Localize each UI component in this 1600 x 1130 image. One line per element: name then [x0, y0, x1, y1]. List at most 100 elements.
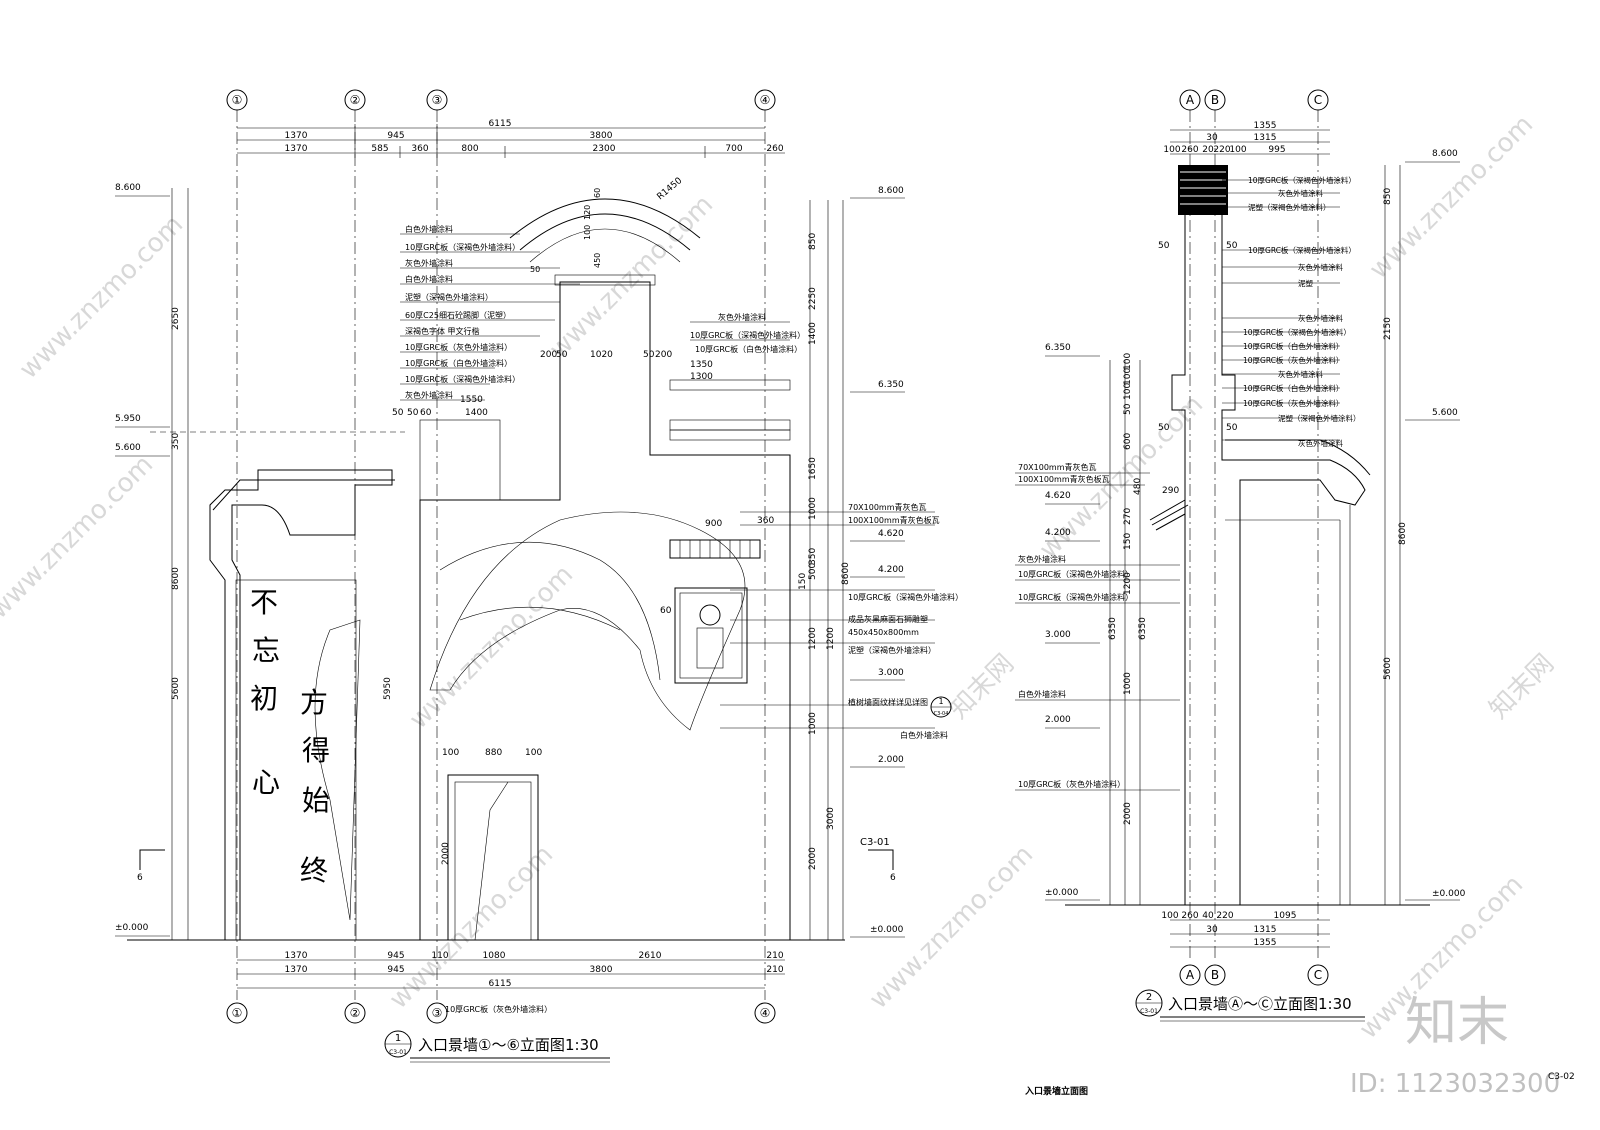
- svg-text:泥塑: 泥塑: [1298, 279, 1314, 288]
- svg-text:120: 120: [583, 205, 592, 220]
- right-elev-vdims: 850 2150 8600 5600 50 100 100 100 600 27…: [1108, 165, 1408, 905]
- svg-text:1200: 1200: [826, 627, 836, 650]
- lion-sculpture-niche: [674, 587, 748, 684]
- left-wing-wall: [209, 469, 395, 941]
- svg-text:270: 270: [1123, 508, 1133, 525]
- svg-text:2000: 2000: [1123, 802, 1133, 825]
- svg-text:850: 850: [808, 233, 818, 250]
- left-leaders: [400, 233, 935, 729]
- right-vertical-dims: 850 2250 1400 1650 1000 350 500 150 1200…: [441, 200, 851, 940]
- svg-text:50: 50: [1123, 403, 1133, 415]
- svg-text:1350: 1350: [690, 360, 713, 370]
- svg-text:8.600: 8.600: [115, 183, 141, 193]
- axis-bubble-B-bottom: B: [1204, 964, 1226, 986]
- svg-text:6.350: 6.350: [878, 380, 904, 390]
- svg-text:10厚GRC板（深褐色外墙涂料）: 10厚GRC板（深褐色外墙涂料）: [1018, 592, 1133, 602]
- svg-text:②: ②: [350, 93, 361, 107]
- svg-text:450: 450: [593, 253, 602, 268]
- svg-text:100X100mm青灰色板瓦: 100X100mm青灰色板瓦: [848, 515, 940, 525]
- section-mark-right: C3-01 6: [860, 837, 896, 883]
- svg-text:C3-04: C3-04: [934, 711, 949, 717]
- svg-text:1095: 1095: [1274, 911, 1297, 921]
- svg-text:1: 1: [938, 697, 943, 706]
- svg-text:30: 30: [1206, 133, 1218, 143]
- svg-text:600: 600: [1123, 433, 1133, 450]
- svg-text:360: 360: [411, 144, 428, 154]
- svg-text:50: 50: [530, 265, 540, 274]
- svg-text:灰色外墙涂料: 灰色外墙涂料: [1298, 313, 1343, 323]
- svg-text:6: 6: [890, 873, 896, 883]
- svg-text:1000: 1000: [808, 497, 818, 520]
- svg-text:350: 350: [808, 548, 818, 565]
- calligraphy-column: 不 忘 初 心 方 得 始 终: [250, 586, 330, 887]
- svg-text:450x450x800mm: 450x450x800mm: [848, 628, 919, 637]
- right-leaders: [1015, 179, 1340, 791]
- watermark-text: www.znzmo.com: [384, 840, 559, 1015]
- svg-text:1650: 1650: [808, 457, 818, 480]
- svg-text:200: 200: [655, 350, 672, 360]
- svg-text:1000: 1000: [1123, 672, 1133, 695]
- svg-text:945: 945: [387, 965, 404, 975]
- svg-text:20: 20: [1202, 145, 1214, 155]
- right-material-labels: 灰色外墙涂料 10厚GRC板（深褐色外墙涂料） 10厚GRC板（白色外墙涂料） …: [690, 312, 963, 740]
- svg-text:白色外墙涂料: 白色外墙涂料: [405, 274, 453, 284]
- svg-text:880: 880: [485, 748, 502, 758]
- drawing-title-2: 2 C3-01 入口景墙Ⓐ～Ⓒ立面图 1:30: [1135, 989, 1365, 1022]
- svg-text:灰色外墙涂料: 灰色外墙涂料: [718, 312, 766, 322]
- axis-bubble-A-bottom: A: [1179, 964, 1201, 986]
- svg-text:1:30: 1:30: [565, 1036, 599, 1054]
- svg-text:350: 350: [171, 433, 181, 450]
- svg-text:方: 方: [300, 686, 328, 719]
- svg-text:945: 945: [387, 951, 404, 961]
- svg-text:10厚GRC板（深褐色外墙涂料）: 10厚GRC板（深褐色外墙涂料）: [405, 242, 520, 252]
- svg-text:1080: 1080: [483, 951, 506, 961]
- svg-text:800: 800: [461, 144, 478, 154]
- svg-text:泥塑（深褐色外墙涂料）: 泥塑（深褐色外墙涂料）: [405, 292, 493, 302]
- svg-text:1370: 1370: [285, 131, 308, 141]
- sheet-title: 入口景墙立面图: [1024, 1085, 1088, 1097]
- svg-text:4.620: 4.620: [1045, 491, 1071, 501]
- sheet-code: C3-02: [1548, 1072, 1575, 1082]
- svg-text:深褐色字体 甲文行楷: 深褐色字体 甲文行楷: [405, 326, 480, 336]
- svg-text:A: A: [1186, 93, 1195, 107]
- svg-text:100: 100: [442, 748, 459, 758]
- svg-text:6115: 6115: [489, 979, 512, 989]
- svg-text:60: 60: [593, 188, 602, 198]
- axis-bubble-bottom-4: ④: [754, 1002, 776, 1024]
- mid-dimensions: 200 50 1020 50 200 1350 1300 1550 1400 5…: [392, 350, 774, 758]
- svg-text:220: 220: [1213, 145, 1230, 155]
- svg-text:10厚GRC板（深褐色外墙涂料）: 10厚GRC板（深褐色外墙涂料）: [848, 592, 963, 602]
- svg-text:灰色外墙涂料: 灰色外墙涂料: [1298, 262, 1343, 272]
- svg-text:1370: 1370: [285, 144, 308, 154]
- svg-text:10厚GRC板（白色外墙涂料）: 10厚GRC板（白色外墙涂料）: [1243, 383, 1343, 393]
- bottom-dimensions: 1370 945 110 1080 2610 210 1370 945 3800…: [237, 951, 785, 989]
- watermark-brand: 知末网: [1484, 649, 1560, 725]
- svg-text:C: C: [1314, 93, 1322, 107]
- svg-text:110: 110: [431, 951, 448, 961]
- svg-text:①: ①: [232, 93, 243, 107]
- svg-text:60: 60: [420, 408, 432, 418]
- svg-text:360: 360: [757, 516, 774, 526]
- svg-text:100: 100: [1229, 145, 1246, 155]
- svg-text:2.000: 2.000: [1045, 715, 1071, 725]
- svg-text:④: ④: [760, 93, 771, 107]
- svg-text:±0.000: ±0.000: [1045, 888, 1079, 898]
- svg-text:500: 500: [808, 563, 818, 580]
- svg-text:6350: 6350: [1108, 617, 1118, 640]
- svg-text:±0.000: ±0.000: [1432, 889, 1466, 899]
- left-vertical-dims: 2650 350 8600 5600 5950: [150, 188, 405, 940]
- right-top-dimensions: 1355 30 1315 100 260 20 220 100 995: [1163, 121, 1330, 155]
- left-elevation: ① ② ③ ④ ① ② ③ ④ 6115 1370 9: [115, 89, 963, 1063]
- axis-bubble-A: A: [1179, 89, 1201, 960]
- svg-text:900: 900: [705, 519, 722, 529]
- svg-text:植树墙面纹样详见详图: 植树墙面纹样详见详图: [848, 697, 928, 707]
- svg-text:1315: 1315: [1254, 925, 1277, 935]
- svg-text:3.000: 3.000: [1045, 630, 1071, 640]
- svg-text:忘: 忘: [252, 634, 280, 667]
- svg-text:泥塑（深褐色外墙涂料）: 泥塑（深褐色外墙涂料）: [1278, 413, 1361, 423]
- watermark-text: www.znzmo.com: [14, 210, 189, 385]
- svg-text:1550: 1550: [460, 395, 483, 405]
- svg-text:50: 50: [1226, 241, 1238, 251]
- svg-text:5950: 5950: [383, 677, 393, 700]
- svg-text:10厚GRC板（灰色外墙涂料）: 10厚GRC板（灰色外墙涂料）: [1018, 779, 1125, 789]
